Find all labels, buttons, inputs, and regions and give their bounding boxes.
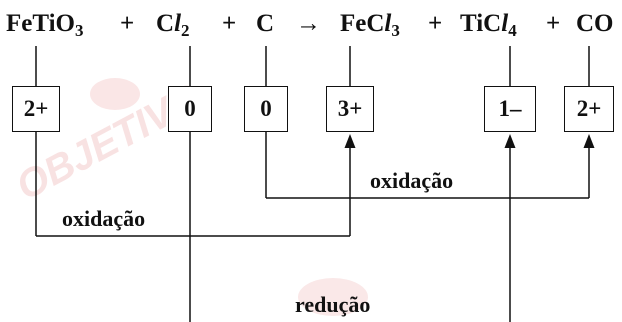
reactant-c: C bbox=[256, 10, 275, 37]
product-ticl4: TiCl4 bbox=[460, 10, 517, 40]
oxidation-label-upper: oxidação bbox=[370, 168, 454, 193]
arrowhead-fe3 bbox=[344, 134, 356, 148]
watermark-swoosh-top bbox=[90, 78, 140, 110]
oxidation-state-box-fe-product: 3+ bbox=[326, 86, 374, 132]
oxidation-state-box-cl-product: 1– bbox=[484, 86, 536, 132]
plus-sign: + bbox=[546, 10, 561, 37]
reactant-cl2: Cl2 bbox=[156, 10, 190, 40]
plus-sign: + bbox=[120, 10, 135, 37]
oxidation-state-box-cl-reactant: 0 bbox=[168, 86, 212, 132]
plus-sign: + bbox=[222, 10, 237, 37]
reactant-fetio3: FeTiO3 bbox=[6, 10, 84, 40]
chemical-equation: FeTiO3 + Cl2 + C → FeCl3 + TiCl4 + CO bbox=[0, 10, 622, 54]
oxidation-state-box-fe-reactant: 2+ bbox=[12, 86, 60, 132]
oxidation-label-lower: oxidação bbox=[62, 206, 146, 231]
reaction-arrow: → bbox=[296, 10, 321, 37]
product-fecl3: FeCl3 bbox=[340, 10, 400, 40]
watermark-swoosh-bottom bbox=[298, 278, 368, 316]
oxidation-state-box-c-product: 2+ bbox=[564, 86, 614, 132]
arrowhead-co bbox=[583, 134, 595, 148]
oxidation-state-box-c-reactant: 0 bbox=[244, 86, 288, 132]
product-co: CO bbox=[576, 10, 614, 37]
reduction-label: redução bbox=[295, 292, 371, 317]
plus-sign: + bbox=[428, 10, 443, 37]
arrowhead-ticl4 bbox=[504, 134, 516, 148]
